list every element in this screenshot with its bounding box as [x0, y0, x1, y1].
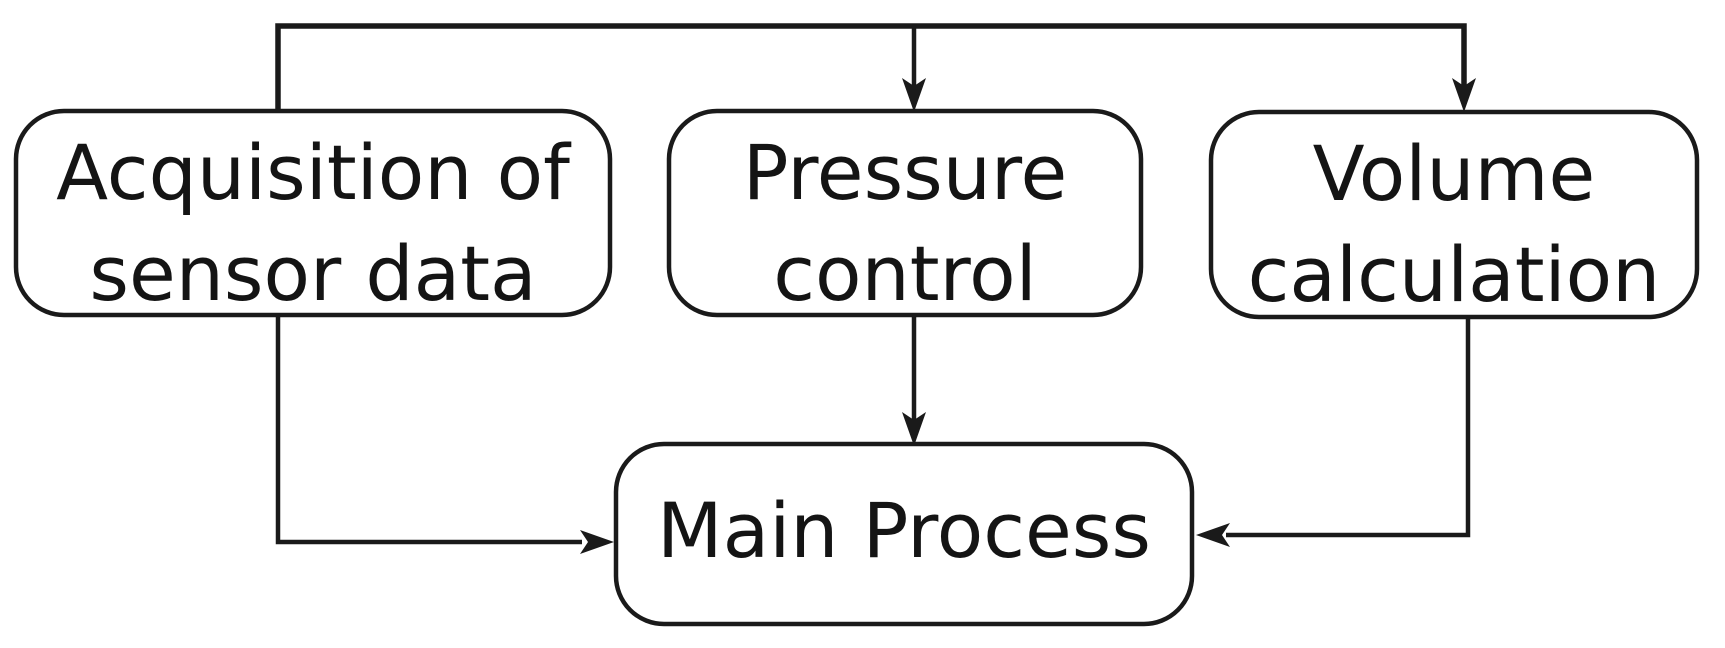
node-volume-box — [1208, 109, 1700, 320]
arrowhead-into-main-top — [902, 412, 926, 446]
node-acquisition: Acquisition of sensor data — [13, 108, 613, 318]
arrowhead-into-main-right — [1196, 523, 1230, 547]
edge-volume-to-main — [1196, 317, 1471, 547]
node-pressure-box — [666, 108, 1144, 318]
edges — [275, 23, 1476, 554]
nodes: Acquisition of sensor data Pressure cont… — [13, 108, 1700, 627]
node-main-process-box — [613, 441, 1195, 627]
edge-acquisition-to-pressure-volume — [275, 23, 1476, 112]
edge-volume-to-main-line — [1226, 317, 1471, 538]
edge-acquisition-to-main — [275, 315, 614, 554]
node-acquisition-box — [13, 108, 613, 318]
node-pressure: Pressure control — [666, 108, 1144, 318]
arrowhead-into-pressure — [902, 78, 926, 112]
node-pressure-label-line1: Pressure — [743, 128, 1068, 217]
arrowhead-into-volume — [1452, 78, 1476, 112]
edge-acquisition-to-main-line — [275, 315, 582, 545]
node-pressure-label-line2: control — [773, 229, 1036, 318]
node-main-process: Main Process — [613, 441, 1195, 627]
edge-pressure-to-main — [902, 315, 926, 446]
arrowhead-into-main-left — [580, 530, 614, 554]
edge-trunk-line — [275, 23, 1467, 112]
node-volume-label-line2: calculation — [1248, 230, 1661, 319]
node-volume-label-line1: Volume — [1313, 129, 1596, 218]
node-volume: Volume calculation — [1208, 109, 1700, 320]
node-acquisition-label-line2: sensor data — [89, 229, 536, 318]
node-acquisition-label-line1: Acquisition of — [56, 128, 572, 217]
node-main-process-label: Main Process — [657, 486, 1151, 575]
